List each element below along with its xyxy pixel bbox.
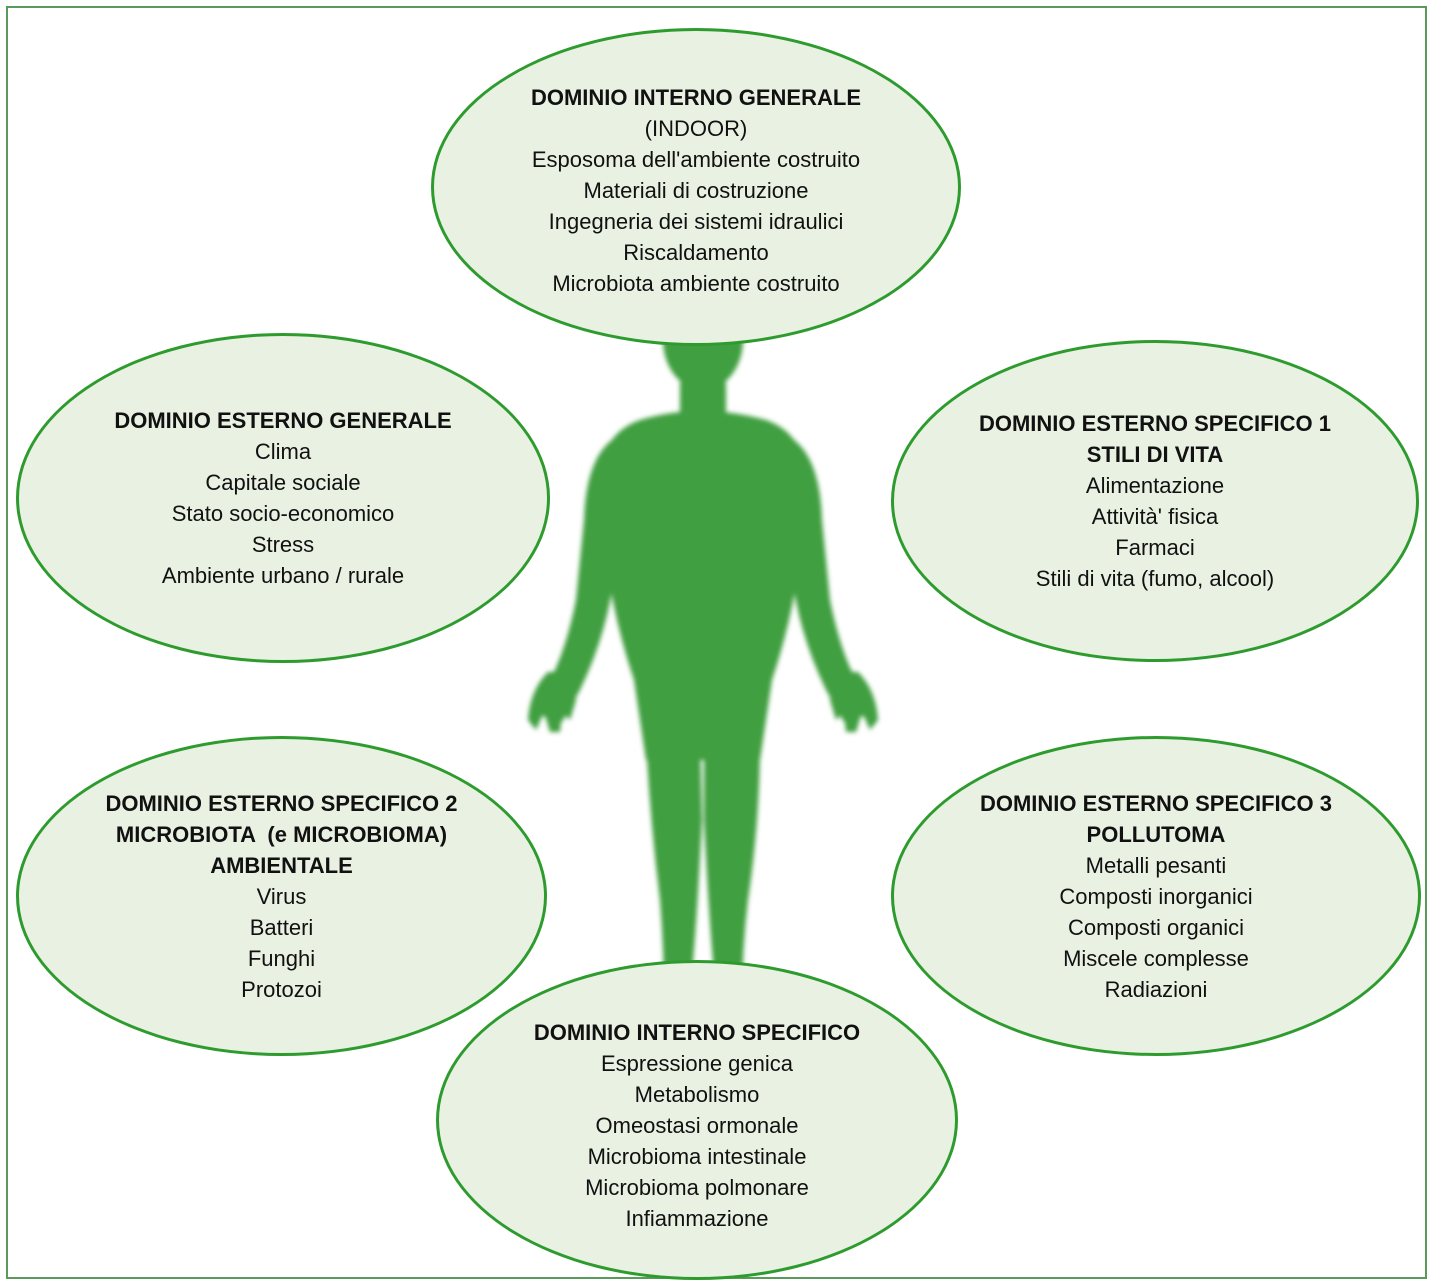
domain-external-specific-1-ellipse: DOMINIO ESTERNO SPECIFICO 1 STILI DI VIT…: [891, 340, 1419, 662]
domain-item: Miscele complesse: [1063, 945, 1249, 971]
domain-external-specific-2-ellipse: DOMINIO ESTERNO SPECIFICO 2 MICROBIOTA (…: [16, 736, 547, 1056]
domain-subtitle: STILI DI VITA: [1086, 442, 1224, 467]
domain-item: Radiazioni: [1104, 976, 1208, 1002]
domain-item: Stato socio-economico: [171, 501, 395, 526]
domain-item: Funghi: [247, 945, 316, 971]
domain-title: DOMINIO INTERNO SPECIFICO: [533, 1019, 861, 1045]
domain-title: DOMINIO INTERNO GENERALE: [530, 84, 861, 110]
domain-item: Espressione genica: [600, 1050, 793, 1076]
domain-item: Composti organici: [1067, 914, 1245, 940]
domain-subtitle: MICROBIOTA (e MICROBIOMA): [115, 821, 448, 847]
domain-title: DOMINIO ESTERNO SPECIFICO 3: [979, 790, 1333, 816]
domain-item: Attività' fisica: [1091, 504, 1219, 529]
domain-item: Ambiente urbano / rurale: [161, 563, 405, 588]
domain-item: Composti inorganici: [1059, 883, 1253, 909]
domain-item: Esposoma dell'ambiente costruito: [531, 146, 861, 172]
domain-item: Protozoi: [241, 976, 322, 1002]
domain-item: Capitale sociale: [205, 470, 361, 495]
domain-internal-specific-ellipse: DOMINIO INTERNO SPECIFICO Espressione ge…: [436, 960, 958, 1280]
domain-item: Materiali di costruzione: [583, 177, 809, 203]
domain-item: Metabolismo: [634, 1081, 760, 1107]
domain-external-specific-3-ellipse: DOMINIO ESTERNO SPECIFICO 3 POLLUTOMA Me…: [891, 736, 1421, 1056]
domain-item: Stili di vita (fumo, alcool): [1035, 566, 1275, 591]
domain-item: Clima: [254, 439, 312, 464]
domain-subtitle-2: AMBIENTALE: [210, 852, 353, 878]
domain-item: Batteri: [249, 914, 314, 940]
domain-item: Microbioma polmonare: [585, 1174, 809, 1200]
domain-internal-general-ellipse: DOMINIO INTERNO GENERALE (INDOOR) Esposo…: [431, 28, 961, 346]
domain-item: Infiammazione: [625, 1205, 769, 1231]
domain-item: Microbioma intestinale: [587, 1143, 807, 1169]
domain-title: DOMINIO ESTERNO SPECIFICO 1: [978, 411, 1332, 436]
domain-item: Omeostasi ormonale: [595, 1112, 799, 1138]
domain-title: DOMINIO ESTERNO SPECIFICO 2: [105, 790, 458, 816]
domain-external-general-ellipse: DOMINIO ESTERNO GENERALE Clima Capitale …: [16, 333, 550, 663]
domain-item: Microbiota ambiente costruito: [552, 270, 840, 296]
domain-item: Alimentazione: [1085, 473, 1225, 498]
domain-item: Ingegneria dei sistemi idraulici: [548, 208, 844, 234]
domain-item: Riscaldamento: [623, 239, 769, 265]
domain-item: Virus: [256, 883, 307, 909]
domain-item: Stress: [251, 532, 315, 557]
domain-item: Metalli pesanti: [1085, 852, 1227, 878]
domain-item: Farmaci: [1115, 535, 1195, 560]
domain-subtitle: POLLUTOMA: [1086, 821, 1226, 847]
domain-title: DOMINIO ESTERNO GENERALE: [114, 408, 452, 433]
domain-subtitle: (INDOOR): [644, 115, 748, 141]
